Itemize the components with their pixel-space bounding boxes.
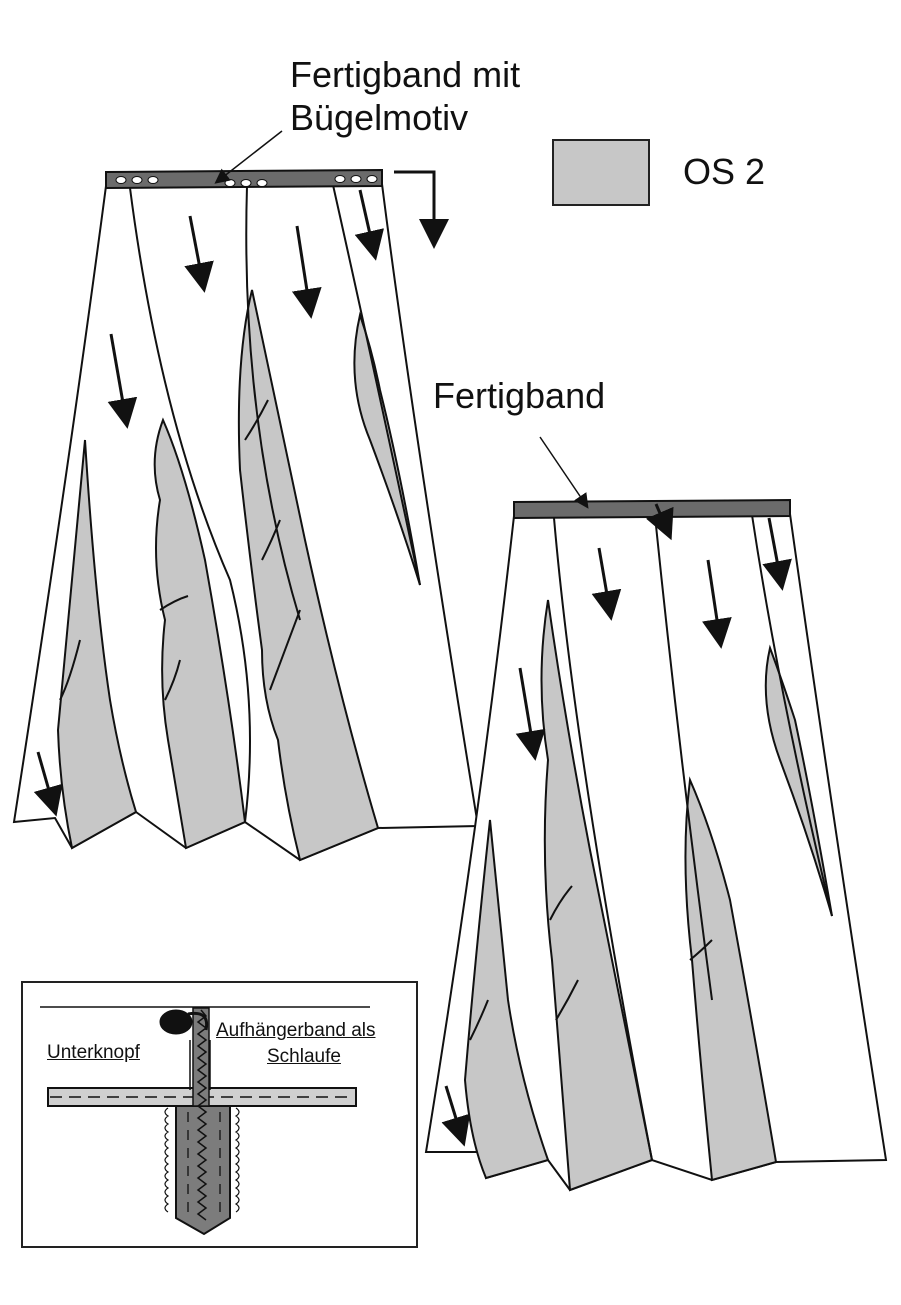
top-seam-3 [332, 184, 421, 586]
top-arrow-4 [107, 333, 138, 429]
inset-strap-upper [192, 1007, 210, 1107]
bottom-arrow-4 [515, 667, 546, 761]
top-godet-2 [153, 417, 247, 850]
top-band [105, 168, 383, 190]
top-arrow-6 [394, 170, 449, 249]
label-aufhaengerband-line2: Schlaufe [267, 1046, 341, 1067]
bottom-seam-3 [751, 514, 833, 917]
bottom-band [513, 498, 791, 520]
top-seam-2 [245, 185, 301, 621]
top-godet-1 [56, 439, 138, 850]
bottom-wave-1 [549, 885, 573, 921]
bottom-seam-2 [654, 515, 713, 1001]
top-label-leader [214, 130, 283, 184]
top-wave-5 [269, 609, 301, 691]
bottom-arrow-6 [645, 503, 674, 541]
top-arrow-5 [33, 751, 63, 817]
top-godet-3 [237, 289, 380, 862]
inset-overlock-right [234, 1107, 240, 1213]
top-arrow-2 [291, 225, 322, 319]
top-band-holes [115, 175, 378, 187]
label-bottom-band: Fertigband [433, 375, 606, 416]
bottom-label-leader [539, 436, 589, 509]
top-wave-4 [261, 519, 281, 561]
bottom-wave-4 [469, 999, 489, 1041]
bottom-arrow-5 [441, 1085, 471, 1147]
inset-detail [40, 1006, 370, 1236]
bottom-arrow-1 [591, 547, 622, 621]
top-wave-6 [59, 639, 81, 701]
bottom-wave-3 [689, 939, 713, 961]
legend-label: OS 2 [683, 151, 766, 192]
bottom-arrow-2 [702, 559, 732, 649]
top-wave-3 [244, 399, 269, 441]
top-seam-1 [129, 187, 251, 823]
bottom-arrows [441, 503, 792, 1147]
label-unterknopf: Unterknopf [47, 1042, 140, 1063]
top-arrow-1 [184, 215, 214, 293]
bottom-seam-1 [553, 517, 653, 1161]
top-skirt [12, 168, 480, 862]
bottom-godet-2 [540, 599, 654, 1192]
bottom-wave-2 [555, 979, 579, 1021]
label-top-band-line2: Bügelmotiv [290, 97, 469, 138]
label-aufhaengerband-line1: Aufhängerband als [216, 1020, 376, 1041]
legend-swatch [552, 139, 650, 206]
top-arrows [33, 170, 449, 817]
button-icon [159, 1009, 193, 1035]
bottom-arrow-3 [762, 517, 792, 591]
label-top-band-line1: Fertigband mit [290, 54, 521, 95]
bottom-skirt [424, 498, 888, 1192]
inset-frame [21, 981, 418, 1248]
inset-zigzag [196, 1009, 208, 1221]
bottom-godet-1 [463, 819, 550, 1180]
inset-overlock-left [164, 1107, 170, 1213]
top-wave-1 [159, 595, 189, 611]
inset-loop [187, 1011, 209, 1031]
bottom-godet-3 [684, 776, 778, 1182]
top-wave-2 [164, 659, 181, 701]
top-arrow-3 [354, 189, 385, 261]
